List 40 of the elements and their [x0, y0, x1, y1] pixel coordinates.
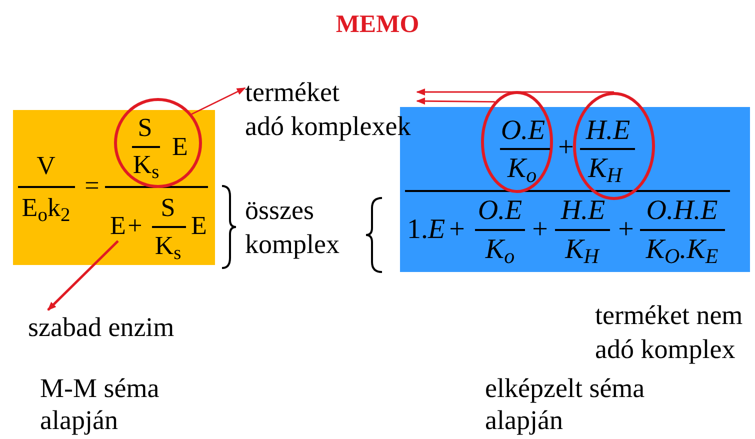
formula-term: K$_{s}$ — [154, 233, 182, 259]
formula-term: S — [138, 115, 152, 141]
formula-term: + — [558, 134, 574, 162]
formula-term: E$_{o}$k$_{2}$ — [22, 195, 70, 221]
formula-term: 1.E — [406, 216, 446, 244]
annotation-text: szabad enzim — [28, 310, 193, 344]
formula-term: E — [172, 134, 188, 160]
formula-term: K$_{o}$ — [485, 236, 515, 264]
highlight-ellipse — [481, 91, 553, 193]
formula-term: O.H.E — [646, 197, 718, 225]
formula-term: O.E — [500, 117, 546, 145]
formula-term: H.E — [586, 117, 630, 145]
annotation-text: terméket nem adó komplex — [595, 299, 744, 366]
formula-term: E — [191, 213, 207, 239]
arrow — [47, 240, 119, 311]
arrow — [191, 87, 246, 115]
arrow — [416, 88, 614, 96]
formula-term: K$_{H}$ — [588, 155, 622, 183]
title: MEMO — [336, 10, 420, 40]
formula-term: K$_{H}$ — [565, 236, 599, 264]
formula-term: + — [449, 216, 465, 244]
highlight-ellipse — [573, 92, 655, 200]
highlight-ellipse — [114, 98, 202, 188]
formula-term: O.E — [478, 197, 522, 225]
annotation-text: összes komplex — [245, 194, 340, 261]
arrow — [416, 97, 495, 105]
formula-term: K$_{s}$ — [132, 152, 160, 178]
formula-term: + — [532, 216, 548, 244]
formula-term: E — [109, 211, 127, 241]
formula-term: V — [36, 153, 56, 179]
formula-term: K$_{o}$ — [507, 155, 537, 183]
formula-term: S — [160, 195, 176, 221]
annotation-text: elképzelt séma alapján — [485, 372, 646, 436]
formula-term: K$_{O}$.K$_{E}$ — [646, 236, 718, 264]
formula-term: H.E — [560, 197, 606, 225]
formula-term: + — [618, 216, 634, 244]
formula-term: + — [128, 213, 142, 239]
annotation-text: M-M séma alapján — [40, 372, 160, 436]
formula-term: = — [84, 173, 100, 199]
formula-panel — [13, 110, 215, 265]
